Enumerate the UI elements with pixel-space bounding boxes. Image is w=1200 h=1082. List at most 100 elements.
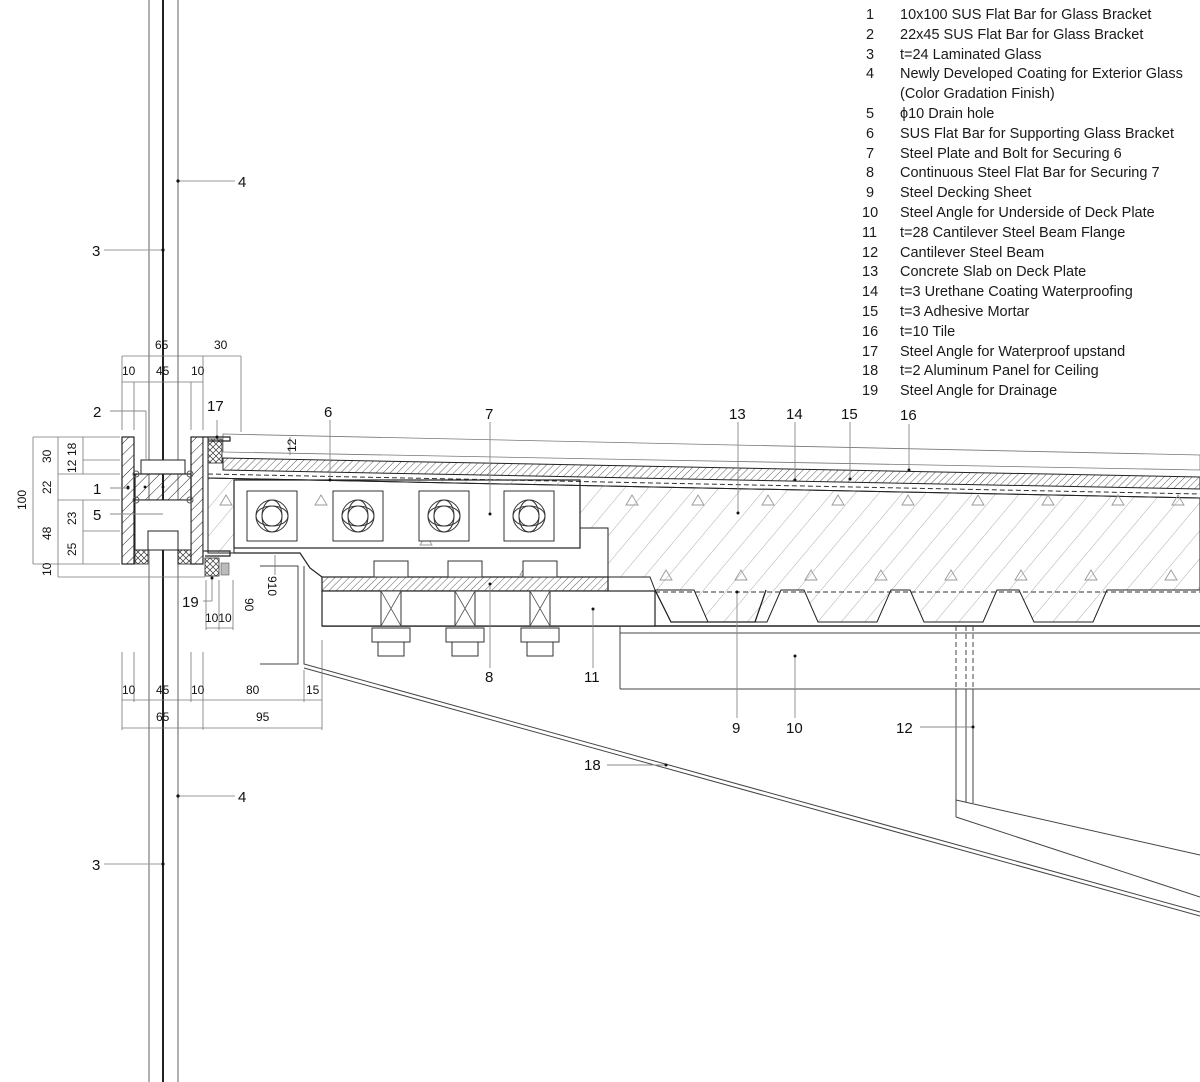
legend-item-number: 4	[866, 66, 875, 83]
dim-top-65: 65	[155, 338, 169, 352]
legend-item-number: 18	[862, 363, 879, 380]
callout-18: 18	[584, 757, 601, 774]
callout-12: 12	[896, 720, 913, 737]
aggregate-marks	[219, 494, 1185, 581]
callout-16: 16	[900, 407, 917, 424]
legend-item: 18 t=2 Aluminum Panel for Ceiling	[862, 362, 1183, 382]
dim-left-25: 25	[65, 542, 79, 556]
dimension-lines	[32, 355, 323, 730]
legend-item: 8 Continuous Steel Flat Bar for Securing …	[862, 164, 1183, 184]
dim-bottom-80: 80	[246, 683, 260, 697]
leader-lines-glass	[104, 180, 235, 865]
callout-8: 8	[485, 669, 493, 686]
legend-item-text: 10x100 SUS Flat Bar for Glass Bracket	[900, 7, 1152, 23]
callout-15: 15	[841, 406, 858, 423]
dim-top-10a: 10	[122, 364, 136, 378]
upstand-angle	[202, 436, 231, 577]
legend-item-text: t=28 Cantilever Steel Beam Flange	[900, 224, 1126, 241]
legend-item-number: 14	[862, 284, 879, 301]
steel-plate-bolts	[233, 479, 581, 549]
callout-4-bottom: 4	[238, 789, 246, 806]
legend-item-text: t=3 Adhesive Mortar	[900, 303, 1030, 320]
legend-item-number: 2	[866, 26, 875, 43]
dim-910: 910	[265, 576, 279, 596]
callout-leaders	[110, 410, 973, 766]
legend-item-text: Steel Angle for Underside of Deck Plate	[900, 204, 1155, 221]
legend-item: 16 t=10 Tile	[862, 323, 1183, 343]
legend-item-text: Continuous Steel Flat Bar for Securing 7	[900, 165, 1160, 182]
deck-angle-and-beam	[619, 626, 1200, 898]
legend-item-text: SUS Flat Bar for Supporting Glass Bracke…	[900, 125, 1174, 142]
legend-item-number: 12	[862, 244, 879, 261]
dim-top-30: 30	[214, 338, 228, 352]
callout-3-top: 3	[92, 243, 100, 260]
legend-item-number: 10	[862, 204, 879, 221]
callout-7: 7	[485, 406, 493, 423]
legend-item-continuation: (Color Gradation Finish)	[900, 86, 1055, 103]
dim-top-45: 45	[156, 364, 170, 378]
legend-item-text: t=2 Aluminum Panel for Ceiling	[900, 363, 1099, 380]
callout-2: 2	[93, 404, 101, 421]
dim-left-10: 10	[40, 562, 54, 576]
dim-left-23: 23	[65, 511, 79, 525]
dim-bottom-65: 65	[156, 710, 170, 724]
leader-dots-glass	[161, 179, 180, 866]
legend-item-number: 6	[866, 125, 875, 142]
callout-17: 17	[207, 398, 224, 415]
aluminum-ceiling-panel	[260, 565, 1200, 917]
legend-item: 6 SUS Flat Bar for Supporting Glass Brack…	[862, 125, 1183, 145]
legend-item-text: t=10 Tile	[900, 323, 956, 340]
legend-item-number: 15	[862, 303, 879, 320]
legend-item-number: 16	[862, 323, 879, 340]
legend-item-text: Steel Angle for Waterproof upstand	[900, 343, 1126, 360]
legend-item-text: 22x45 SUS Flat Bar for Glass Bracket	[900, 26, 1144, 43]
legend-item-text: Concrete Slab on Deck Plate	[900, 264, 1087, 281]
dim-left-100: 100	[15, 490, 29, 510]
dim-left-48: 48	[40, 526, 54, 540]
dim-left-12: 12	[65, 459, 79, 473]
dimension-labels: 65 30 10 45 10 100 30 22 48 10 18 12 23 …	[15, 338, 320, 724]
dim-top-10b: 10	[191, 364, 205, 378]
callout-10: 10	[786, 720, 803, 737]
dim-left-22: 22	[40, 480, 54, 494]
legend-item-text: Steel Decking Sheet	[900, 185, 1032, 202]
legend-item-number: 17	[862, 343, 879, 360]
flat-bar-and-flange	[234, 552, 656, 657]
callout-3-bottom: 3	[92, 857, 100, 874]
dim-90: 90	[242, 598, 256, 612]
dim-bottom-10b: 10	[191, 683, 205, 697]
legend-item: 10 Steel Angle for Underside of Deck Plat…	[862, 204, 1183, 224]
legend-item-text: Newly Developed Coating for Exterior Gla…	[900, 66, 1183, 83]
legend-item-number: 8	[866, 165, 875, 182]
callout-6: 6	[324, 404, 332, 421]
dim-bottom-95: 95	[256, 710, 270, 724]
legend-item-text: Steel Plate and Bolt for Securing 6	[900, 145, 1122, 162]
legend-item-number: 13	[862, 264, 879, 281]
dim-left-18: 18	[65, 442, 79, 456]
legend-item-text: ϕ10 Drain hole	[900, 105, 995, 122]
legend-item: 9 Steel Decking Sheet	[862, 184, 1183, 204]
glass-bracket	[121, 436, 204, 565]
callout-9: 9	[732, 720, 740, 737]
callout-4-top: 4	[238, 174, 246, 191]
legend-item: 2 22x45 SUS Flat Bar for Glass Bracket	[862, 26, 1183, 46]
dim-bottom-45: 45	[156, 683, 170, 697]
legend-item-text: t=3 Urethane Coating Waterproofing	[900, 284, 1133, 301]
callout-14: 14	[786, 406, 803, 423]
legend-item: 15 t=3 Adhesive Mortar	[862, 303, 1183, 323]
legend-item-text: Steel Angle for Drainage	[900, 383, 1058, 400]
callout-19: 19	[182, 594, 199, 611]
legend-item-number: 9	[866, 185, 875, 202]
callout-5: 5	[93, 507, 101, 524]
legend-item-number: 11	[862, 224, 878, 241]
dim-bottom-10a: 10	[122, 683, 136, 697]
dim-slab-12: 12	[285, 438, 299, 452]
legend-item: 4 Newly Developed Coating for Exterior Gl…	[862, 65, 1183, 85]
dim-bottom-15: 15	[306, 683, 320, 697]
